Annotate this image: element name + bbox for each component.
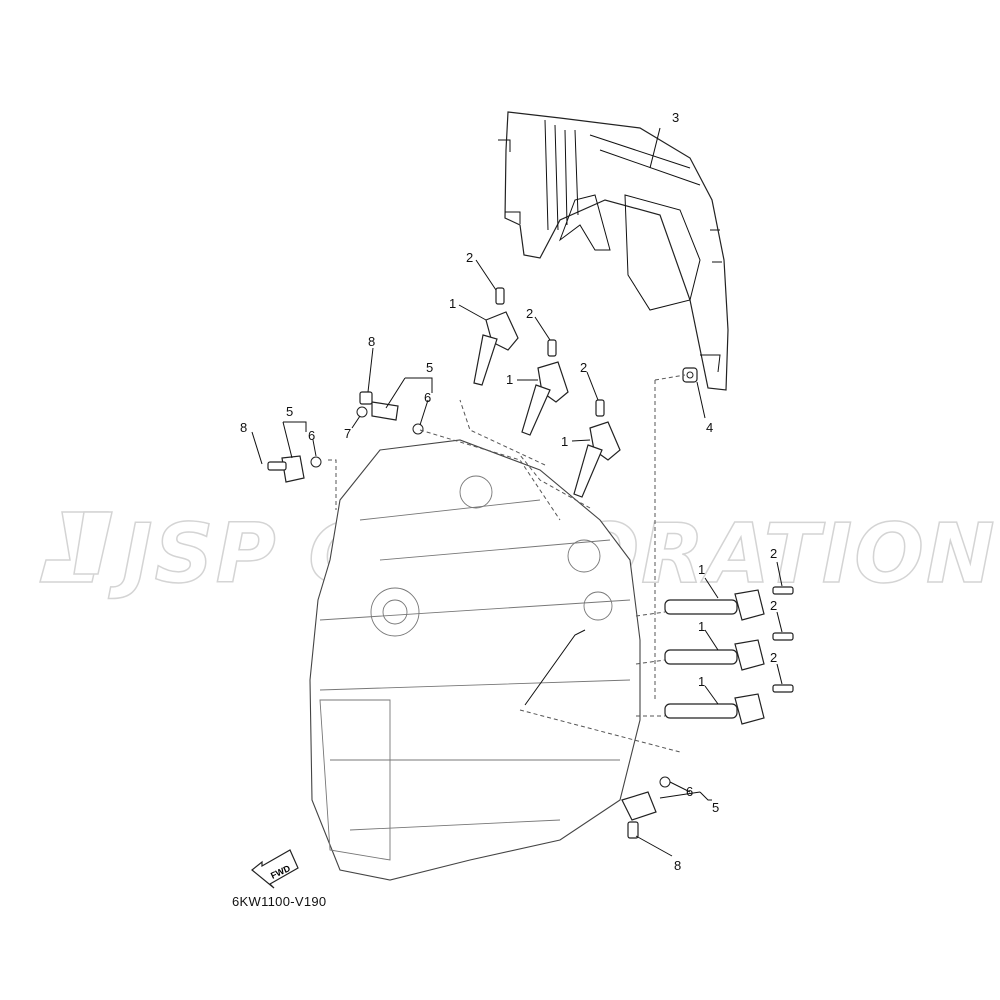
callout-8-lower: 8	[674, 858, 681, 873]
sensor-upper	[356, 391, 424, 435]
callout-2-right-1: 2	[770, 546, 777, 561]
callout-7: 7	[344, 426, 351, 441]
ignition-coil-right-3	[664, 693, 765, 725]
ignition-coil-top-2	[521, 361, 569, 436]
diagram-code: 6KW1100-V190	[232, 894, 327, 909]
bolt-right-3	[772, 684, 794, 693]
flywheel-cover	[498, 111, 729, 391]
ignition-coil-top-1	[473, 311, 519, 386]
fwd-arrow: FWD	[251, 849, 299, 889]
bolt-top-1	[495, 287, 505, 305]
callout-2-right-2: 2	[770, 598, 777, 613]
bolt-top-3	[595, 399, 605, 417]
callout-1-top-1: 1	[449, 296, 456, 311]
callout-2-right-3: 2	[770, 650, 777, 665]
callout-1-right-1: 1	[698, 562, 705, 577]
callouts: 3 2 1 2 1 2 1 4 8 5 6 7 5 6 8 1 2 2 1 2 …	[240, 110, 777, 873]
callout-3: 3	[672, 110, 679, 125]
ignition-coil-right-1	[664, 589, 765, 621]
callout-6-left: 6	[308, 428, 315, 443]
bolt-top-2	[547, 339, 557, 357]
callout-2-top-3: 2	[580, 360, 587, 375]
reference-lines	[328, 374, 686, 753]
callout-5-lower: 5	[712, 800, 719, 815]
sensor-left	[267, 455, 322, 483]
callout-5-left: 5	[286, 404, 293, 419]
bolt-right-1	[772, 586, 794, 595]
callout-8-left: 8	[240, 420, 247, 435]
sensor-lower-right	[621, 776, 671, 839]
callout-1-top-3: 1	[561, 434, 568, 449]
callout-8-upper: 8	[368, 334, 375, 349]
callout-1-right-3: 1	[698, 674, 705, 689]
callout-6-upper: 6	[424, 390, 431, 405]
callout-2-top-2: 2	[526, 306, 533, 321]
engine-block	[309, 439, 641, 881]
callout-1-right-2: 1	[698, 619, 705, 634]
bolt-right-2	[772, 632, 794, 641]
callout-2-top-1: 2	[466, 250, 473, 265]
leader-lines	[251, 127, 783, 857]
callout-6-lower: 6	[686, 784, 693, 799]
callout-4: 4	[706, 420, 713, 435]
grommet	[682, 367, 698, 383]
ignition-coil-right-2	[664, 639, 765, 671]
callout-1-top-2: 1	[506, 372, 513, 387]
callout-5-upper: 5	[426, 360, 433, 375]
ignition-coil-top-3	[573, 421, 621, 498]
